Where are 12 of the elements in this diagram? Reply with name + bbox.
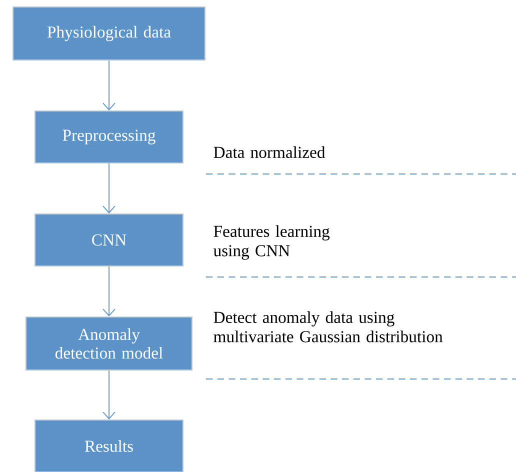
process-box: CNN (34, 213, 184, 267)
process-box: Preprocessing (34, 110, 184, 164)
process-box: Anomaly detection model (25, 316, 193, 371)
arrow (102, 60, 116, 110)
annotation-text: Data normalized (214, 146, 326, 158)
arrow (102, 370, 116, 420)
process-box: Results (34, 419, 184, 472)
process-box: Physiological data (12, 6, 206, 61)
annotation-text: Features learning using CNN (214, 225, 330, 260)
annotation-text: Detect anomaly data using multivariate Gaussian distribution (214, 311, 443, 342)
arrow (102, 266, 116, 316)
arrow (102, 163, 116, 214)
